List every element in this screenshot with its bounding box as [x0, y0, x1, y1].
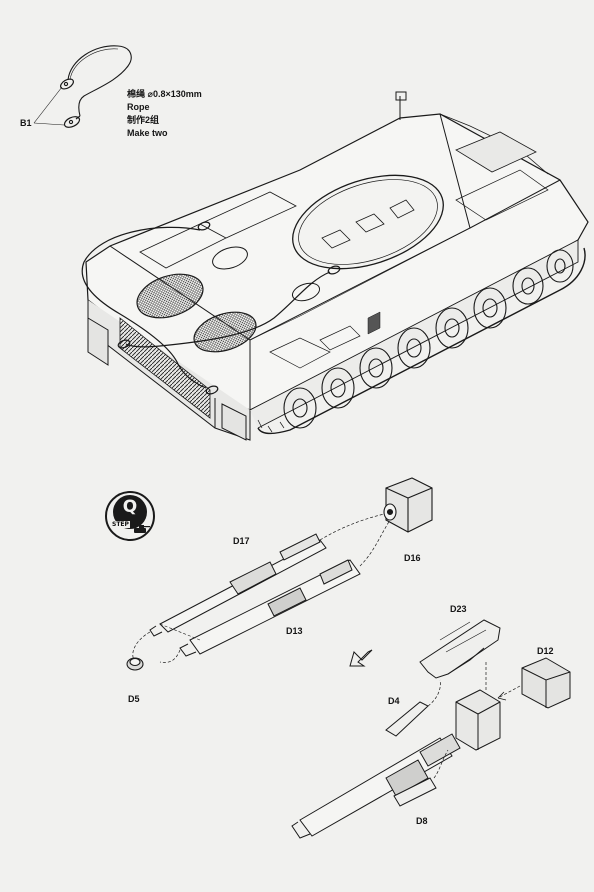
rope-en-name: Rope: [127, 102, 150, 112]
label-d13: D13: [286, 626, 303, 636]
rope-installed: [81, 221, 341, 395]
label-d23: D23: [450, 604, 467, 614]
label-d4: D4: [388, 696, 400, 706]
label-d17: D17: [233, 536, 250, 546]
rope-cn-name: 棉绳: [127, 89, 146, 99]
tank-silhouette-icon: [134, 525, 150, 533]
rope-detail: [33, 45, 132, 128]
rope-dimension: ⌀0.8×130mm: [147, 89, 202, 99]
step-number: Q: [122, 497, 138, 517]
step-badge: [105, 491, 155, 541]
rope-cn-qty: 制作2组: [127, 115, 160, 125]
road-wheels: [283, 249, 574, 429]
part-d16: [383, 477, 433, 533]
label-d16: D16: [404, 553, 421, 563]
barrel-assembly-upper: [132, 513, 391, 663]
label-d5: D5: [128, 694, 140, 704]
label-d8: D8: [416, 816, 428, 826]
tank-hull-drawing: [85, 91, 589, 441]
label-d12: D12: [537, 646, 554, 656]
label-b1: B1: [20, 118, 32, 128]
part-d5: [126, 657, 144, 671]
step-word: STEP: [111, 521, 130, 528]
rope-note: 棉绳 ⌀0.8×130mm Rope 制作2组 Make two: [127, 88, 202, 140]
rope-en-qty: Make two: [127, 128, 168, 138]
hollow-arrow-icon: [349, 649, 373, 667]
barrel-assembly-lower: [291, 619, 571, 839]
